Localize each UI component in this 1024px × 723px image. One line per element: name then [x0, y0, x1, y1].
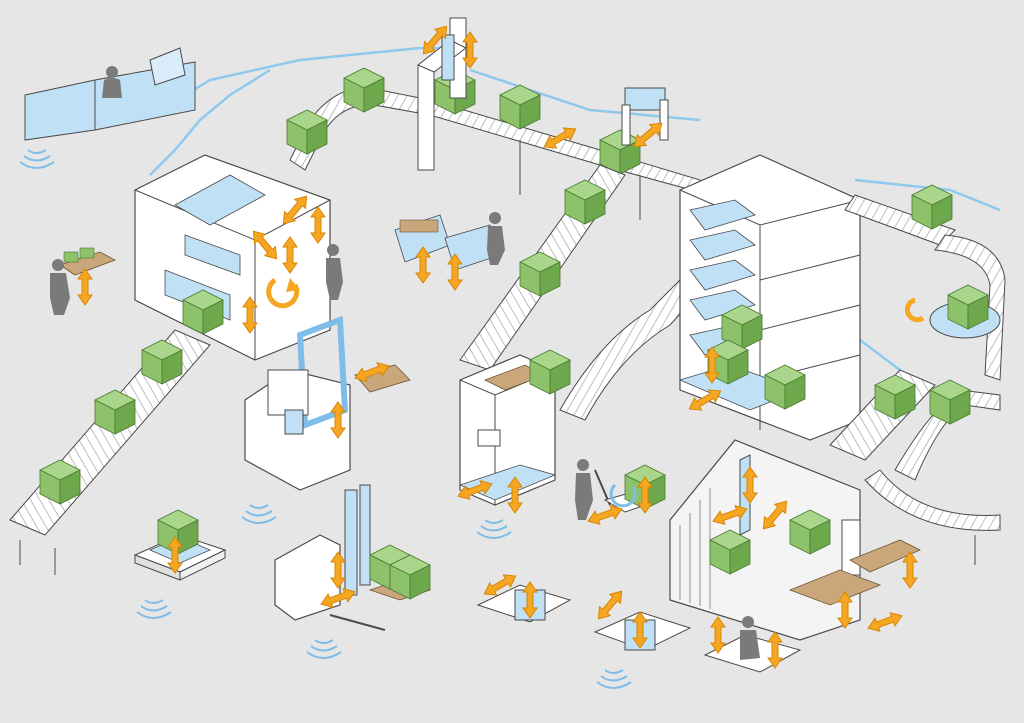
- conveyor-center-diagonal: [459, 164, 626, 371]
- rotation-arrow-icon: [266, 277, 300, 309]
- pick-station: [394, 212, 505, 291]
- wireless-signal-icon: [476, 519, 512, 539]
- tugger-train: [476, 569, 802, 689]
- wireless-signal-icon: [596, 669, 632, 689]
- container-unit: [455, 349, 571, 539]
- robot-cell: [669, 439, 921, 641]
- conveyor-right: [829, 184, 1006, 565]
- palletizing-station: [50, 247, 116, 315]
- gantry-crane: [417, 17, 478, 171]
- pallet-jack-worker: [575, 459, 666, 529]
- worker-icon: [50, 259, 70, 315]
- wireless-signal-icon: [136, 599, 172, 619]
- storage-tower: [678, 154, 861, 441]
- worker-icon: [487, 212, 505, 265]
- rotation-arrow-icon: [904, 297, 925, 323]
- wireless-signal-icon: [241, 504, 277, 524]
- worker-icon: [102, 66, 122, 98]
- wireless-signal-icon: [306, 639, 342, 659]
- conveyor-left: [9, 329, 211, 575]
- forklift-icon: [241, 315, 411, 524]
- agv-icon: [133, 509, 227, 619]
- scanner-gate: [540, 87, 669, 154]
- worker-icon: [575, 459, 593, 520]
- reception-desk: [19, 47, 196, 169]
- reach-truck: [274, 484, 432, 659]
- wireless-signal-icon: [19, 149, 55, 169]
- worker-icon: [326, 244, 343, 300]
- sorting-machine: [134, 154, 343, 361]
- worker-icon: [740, 616, 760, 660]
